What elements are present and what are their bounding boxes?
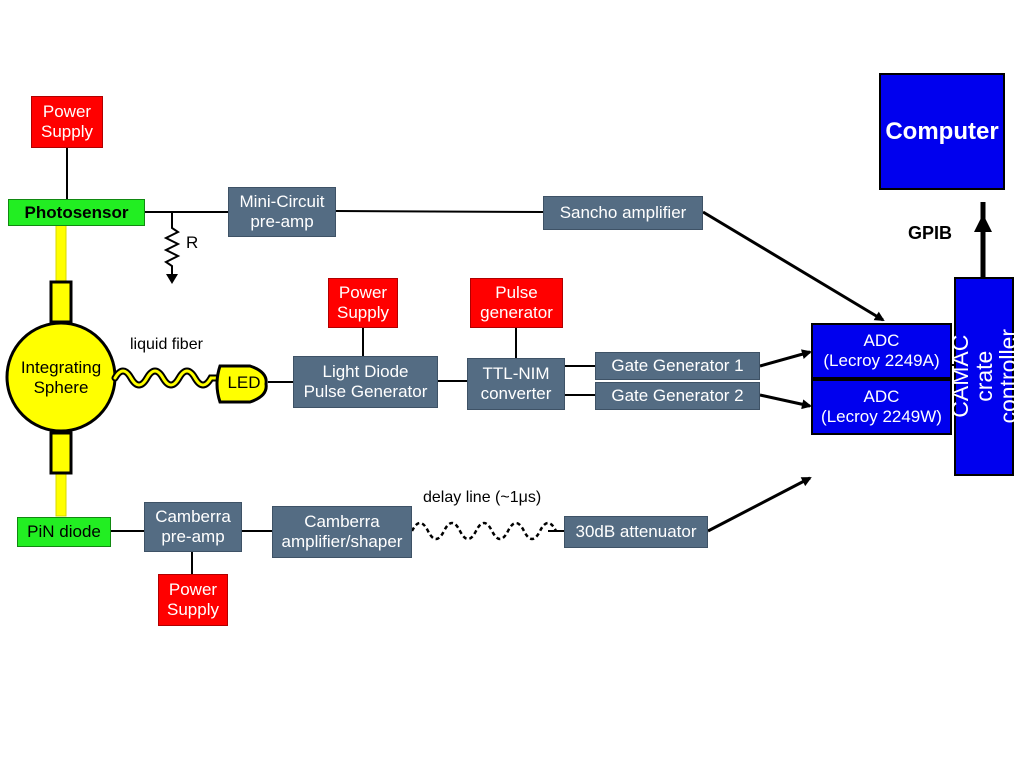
gate-generator-1: Gate Generator 1 (595, 352, 760, 380)
delay-line-shape (410, 521, 558, 541)
resistor-label: R (186, 233, 199, 252)
mini-circuit-preamp: Mini-Circuit pre-amp (228, 187, 336, 237)
light-diode-pulse-generator: Light Diode Pulse Generator (293, 356, 438, 408)
camberra-preamp: Camberra pre-amp (144, 502, 242, 552)
liquid-fiber-label: liquid fiber (130, 336, 203, 353)
sphere-port-bottom (49, 431, 73, 475)
sphere-port-top (49, 280, 73, 324)
camac-crate-controller: CAMAC crate controller (947, 277, 1021, 476)
integrating-sphere-label: Integrating Sphere (20, 358, 102, 397)
resistor-shape (163, 212, 181, 276)
ttl-nim-converter: TTL-NIM converter (467, 358, 565, 410)
gpib-label: GPIB (908, 223, 953, 243)
led-shape (215, 364, 268, 404)
pulse-generator-box: Pulse generator (470, 278, 563, 328)
computer-box: Computer (879, 73, 1005, 190)
adc-lecroy-2249a: ADC (Lecroy 2249A) (811, 323, 952, 379)
delay-line-label: delay line (~1μs) (423, 489, 542, 506)
gate-generator-2: Gate Generator 2 (595, 382, 760, 410)
camac-label: CAMAC crate controller (946, 329, 1022, 424)
camberra-amplifier-shaper: Camberra amplifier/shaper (272, 506, 412, 558)
adc-lecroy-2249w: ADC (Lecroy 2249W) (811, 379, 952, 435)
power-supply-mid: Power Supply (328, 278, 398, 328)
power-supply-top: Power Supply (31, 96, 103, 148)
led-label: LED (227, 373, 261, 392)
sancho-amplifier: Sancho amplifier (543, 196, 703, 230)
photosensor-box: Photosensor (8, 199, 145, 226)
30db-attenuator: 30dB attenuator (564, 516, 708, 548)
power-supply-bottom: Power Supply (158, 574, 228, 626)
pin-diode-box: PiN diode (17, 517, 111, 547)
